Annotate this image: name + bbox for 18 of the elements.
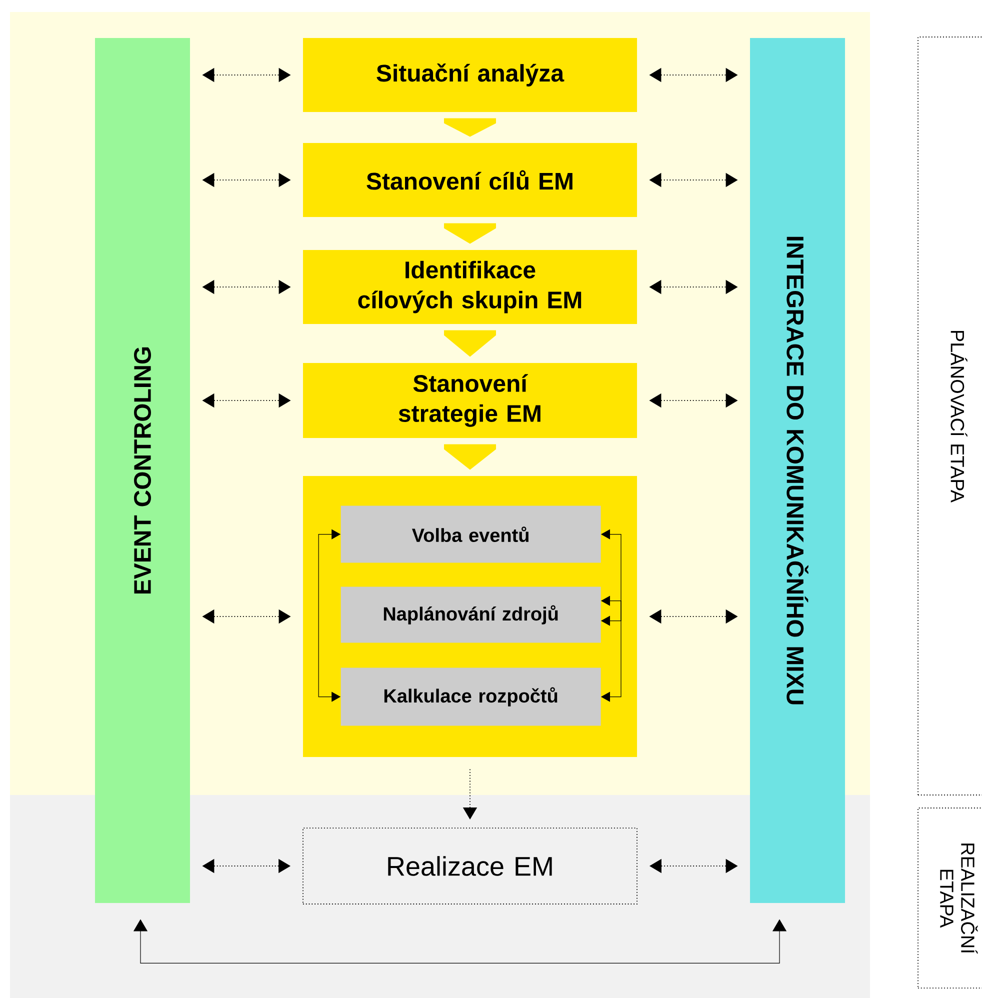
chevron-arrow <box>444 223 496 244</box>
chevron-arrow <box>444 330 496 357</box>
vertical-bar: EVENT CONTROLING <box>95 38 190 903</box>
process-box: Situační analýza <box>303 38 637 112</box>
chevron-arrow <box>444 118 496 137</box>
vertical-bar: INTEGRACE DO KOMUNIKAČNÍHO MIXU <box>750 38 846 903</box>
process-box: Identifikace cílových skupin EM <box>303 250 637 324</box>
phase-box: REALIZAČNÍ ETAPA <box>918 808 982 988</box>
bracket-arrow <box>601 596 622 702</box>
step-box: Naplánování zdrojů <box>340 586 601 643</box>
phase-box: PLÁNOVACÍ ETAPA <box>918 36 982 796</box>
process-box: Stanovení cílů EM <box>303 143 637 217</box>
chevron-arrow <box>444 444 496 470</box>
step-box: Kalkulace rozpočtů <box>340 668 601 726</box>
process-box: Stanovení strategie EM <box>303 363 637 438</box>
process-box: Realizace EM <box>302 828 638 904</box>
step-box: Volba eventů <box>340 506 601 563</box>
bracket-arrow <box>601 529 622 626</box>
